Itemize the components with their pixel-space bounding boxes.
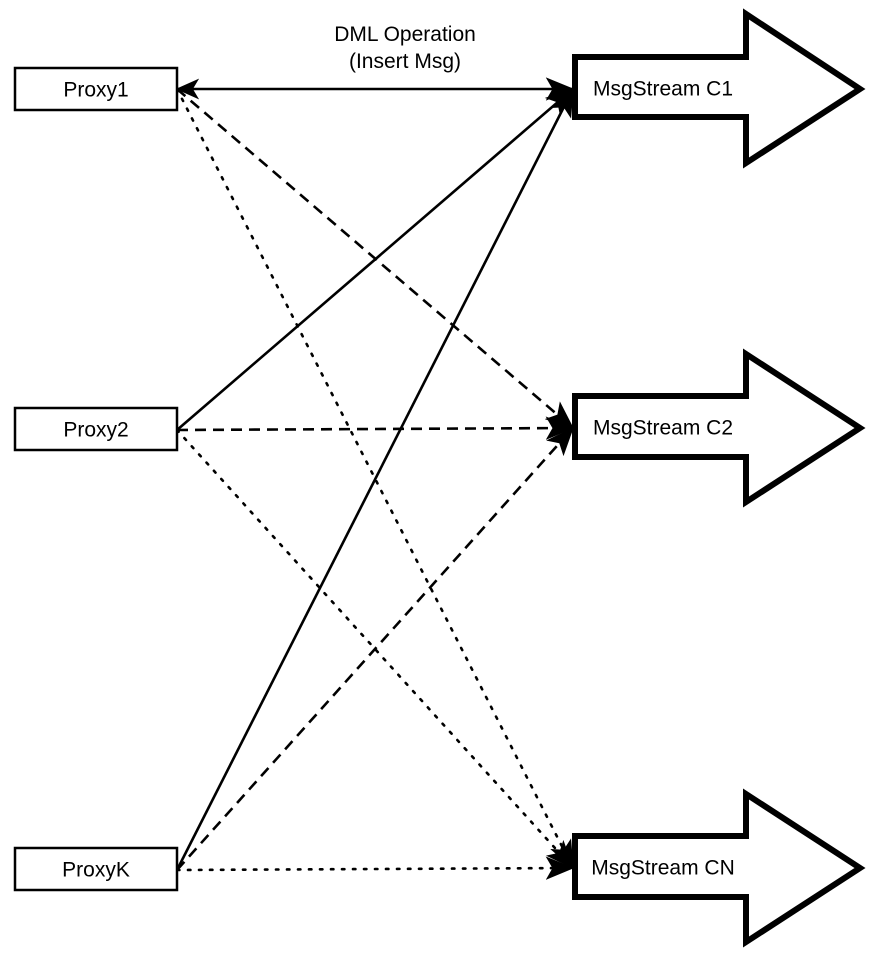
msgstream-c2-label: MsgStream C2 bbox=[593, 417, 733, 440]
stream-group: MsgStream C1 MsgStream C2 MsgStream CN bbox=[572, 8, 866, 948]
edge-label-line2: (Insert Msg) bbox=[349, 50, 461, 73]
msgstream-c2-arrow-shape[interactable] bbox=[572, 348, 866, 508]
proxy-node-proxyk[interactable]: ProxyK bbox=[13, 846, 179, 892]
stream-node-msgstream-c1[interactable]: MsgStream C1 bbox=[572, 8, 866, 169]
link-proxy2-to-c1[interactable] bbox=[176, 88, 574, 431]
link-proxy1-to-cn[interactable] bbox=[175, 87, 575, 870]
msgstream-cn-label: MsgStream CN bbox=[591, 857, 735, 880]
link-proxy2-to-cn[interactable] bbox=[175, 428, 575, 870]
link-proxyk-to-cn[interactable] bbox=[175, 856, 575, 880]
stream-node-msgstream-c2[interactable]: MsgStream C2 bbox=[572, 348, 866, 508]
msgstream-cn-arrow-shape[interactable] bbox=[572, 788, 866, 948]
proxy-node-proxy1[interactable]: Proxy1 bbox=[13, 66, 179, 112]
proxy2-box[interactable] bbox=[13, 406, 179, 452]
msgstream-c1-arrow-shape[interactable] bbox=[572, 8, 866, 169]
link-group bbox=[175, 77, 575, 880]
link-proxyk-to-c1[interactable] bbox=[175, 87, 575, 871]
proxyk-box[interactable] bbox=[13, 846, 179, 892]
proxyk-label: ProxyK bbox=[62, 859, 130, 882]
proxy1-box[interactable] bbox=[13, 66, 179, 112]
proxy-group: Proxy1 Proxy2 ProxyK bbox=[13, 66, 179, 892]
proxy1-label: Proxy1 bbox=[63, 79, 128, 102]
msgstream-c1-label: MsgStream C1 bbox=[593, 78, 733, 101]
proxy-node-proxy2[interactable]: Proxy2 bbox=[13, 406, 179, 452]
link-proxyk-to-c2[interactable] bbox=[176, 427, 574, 871]
link-proxy2-to-c2[interactable] bbox=[176, 416, 575, 440]
stream-node-msgstream-cn[interactable]: MsgStream CN bbox=[572, 788, 866, 948]
proxy2-label: Proxy2 bbox=[63, 419, 128, 442]
edge-label-line1: DML Operation bbox=[334, 23, 476, 46]
edge-label-dml-operation: DML Operation (Insert Msg) bbox=[334, 23, 476, 73]
